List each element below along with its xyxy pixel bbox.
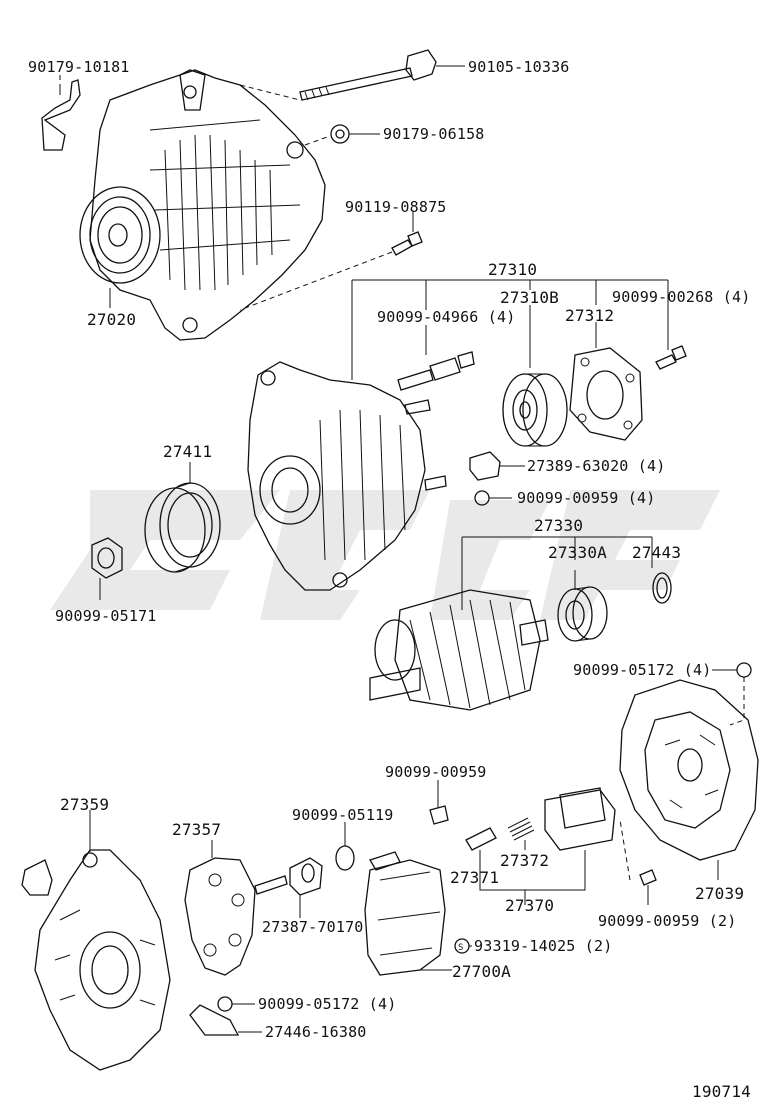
label-93319-14025: 93319-14025 (2) [474,937,613,955]
nut-part [304,124,380,146]
bracket-part [41,75,81,151]
bracket-27446 [189,1004,262,1036]
stud-bolt [397,351,475,391]
diagram-id: 190714 [692,1082,751,1101]
drive-end-frame [247,361,447,591]
alternator-assembly [79,69,326,341]
insulator-part [469,451,525,481]
label-90099-00959-a: 90099-00959 [385,763,487,781]
label-27446-16380: 27446-16380 [265,1023,367,1041]
spring-27372 [507,817,535,841]
regulator-27700a [364,851,452,976]
label-90099-00268: 90099-00268 (4) [612,288,751,306]
label-27330a: 27330A [548,543,607,562]
nut-bottom [217,996,255,1012]
label-27389-63020: 27389-63020 (4) [527,457,666,475]
label-27370: 27370 [505,896,555,915]
label-27387-70170: 27387-70170 [262,918,364,936]
plate-screw [655,345,687,370]
ring-27443 [652,572,672,604]
label-27411: 27411 [163,442,213,461]
bearing-27330a [557,586,608,642]
screw-part [474,490,512,506]
group-bracket-27330 [461,536,653,610]
label-27039: 27039 [695,884,745,903]
label-27372: 27372 [500,851,550,870]
brush-holder-group [479,787,616,905]
label-27020: 27020 [87,310,137,329]
group-bracket-27310 [351,279,669,380]
small-bolt [239,212,423,311]
label-27357: 27357 [172,820,222,839]
nut-top [712,662,752,726]
label-27443: 27443 [632,543,682,562]
label-27310b: 27310B [500,288,559,307]
label-27700a: 27700A [452,962,511,981]
screw-part-2 [429,780,449,825]
nut-05119 [335,822,355,871]
label-90099-04966: 90099-04966 (4) [377,308,516,326]
rectifier-end-frame [21,810,171,1071]
label-90179-06158: 90179-06158 [383,125,485,143]
label-90099-00959-2: 90099-00959 (2) [598,912,737,930]
pulley-27411 [144,462,221,573]
clip-27371 [465,827,497,851]
bearing-27310b [502,373,568,447]
screw-part-3 [619,819,657,905]
label-90119-08875: 90119-08875 [345,198,447,216]
label-27359: 27359 [60,795,110,814]
s-screw: S [454,938,472,954]
label-90099-00959-4: 90099-00959 (4) [517,489,656,507]
rotor-assembly [369,589,549,711]
leader-lines [59,84,111,308]
label-90099-05172-top: 90099-05172 (4) [573,661,712,679]
svg-text:S: S [458,943,463,953]
label-27330: 27330 [534,516,584,535]
label-27310: 27310 [488,260,538,279]
rectifier-holder [184,840,288,976]
terminal-insulator [289,857,323,918]
label-90179-10181: 90179-10181 [28,58,130,76]
label-90099-05171: 90099-05171 [55,607,157,625]
retainer-plate [569,347,643,441]
label-27371: 27371 [450,868,500,887]
label-90099-05119: 90099-05119 [292,806,394,824]
label-90099-05172-bot: 90099-05172 (4) [258,995,397,1013]
label-90105-10336: 90105-10336 [468,58,570,76]
rear-cover [619,679,759,880]
pulley-nut [91,537,123,600]
label-27312: 27312 [565,306,615,325]
through-bolt [239,49,465,101]
